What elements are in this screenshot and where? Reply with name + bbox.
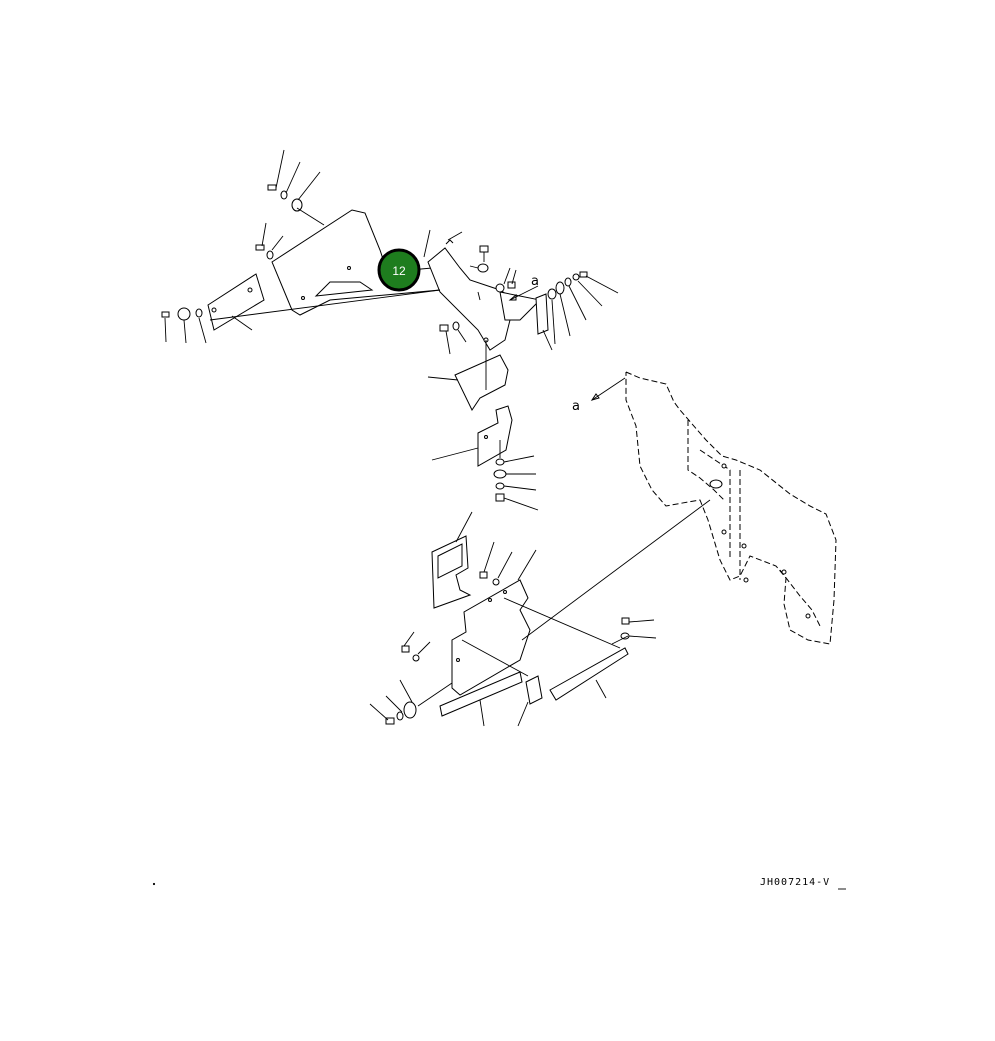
lower-right-strip bbox=[461, 639, 629, 701]
bolt-stack-left bbox=[161, 307, 253, 344]
callout-number: 12 bbox=[392, 264, 406, 278]
center-bracket-lower bbox=[431, 405, 513, 467]
lower-rail bbox=[439, 671, 523, 727]
view-label-a-right: a bbox=[572, 399, 580, 414]
lower-main-plate bbox=[451, 579, 531, 696]
center-bracket-upper bbox=[427, 340, 509, 412]
bolt-stack-mid-left bbox=[255, 222, 284, 260]
drawing-code: JH007214-V bbox=[760, 877, 830, 888]
view-label-a-top: a bbox=[531, 274, 539, 289]
lower-left-pad bbox=[431, 511, 473, 609]
side-plate-right bbox=[535, 293, 549, 335]
lower-right-bolts bbox=[611, 617, 657, 645]
callout-12-button[interactable]: 12 bbox=[377, 248, 421, 292]
machine-outline-dashed bbox=[625, 371, 837, 645]
right-duct-cover bbox=[427, 247, 542, 351]
left-bracket bbox=[207, 273, 265, 331]
bolt-stack-middle bbox=[439, 321, 467, 355]
lower-bolts-left bbox=[369, 631, 453, 725]
washer-stack-right bbox=[542, 271, 619, 351]
bolt-stack-center-vertical bbox=[493, 440, 539, 511]
lower-bolts-top bbox=[479, 541, 537, 586]
bolt-stack-top-left bbox=[267, 149, 325, 226]
lower-block bbox=[517, 675, 543, 727]
bolt-stack-top-center bbox=[423, 229, 517, 301]
reference-leader bbox=[521, 499, 711, 641]
